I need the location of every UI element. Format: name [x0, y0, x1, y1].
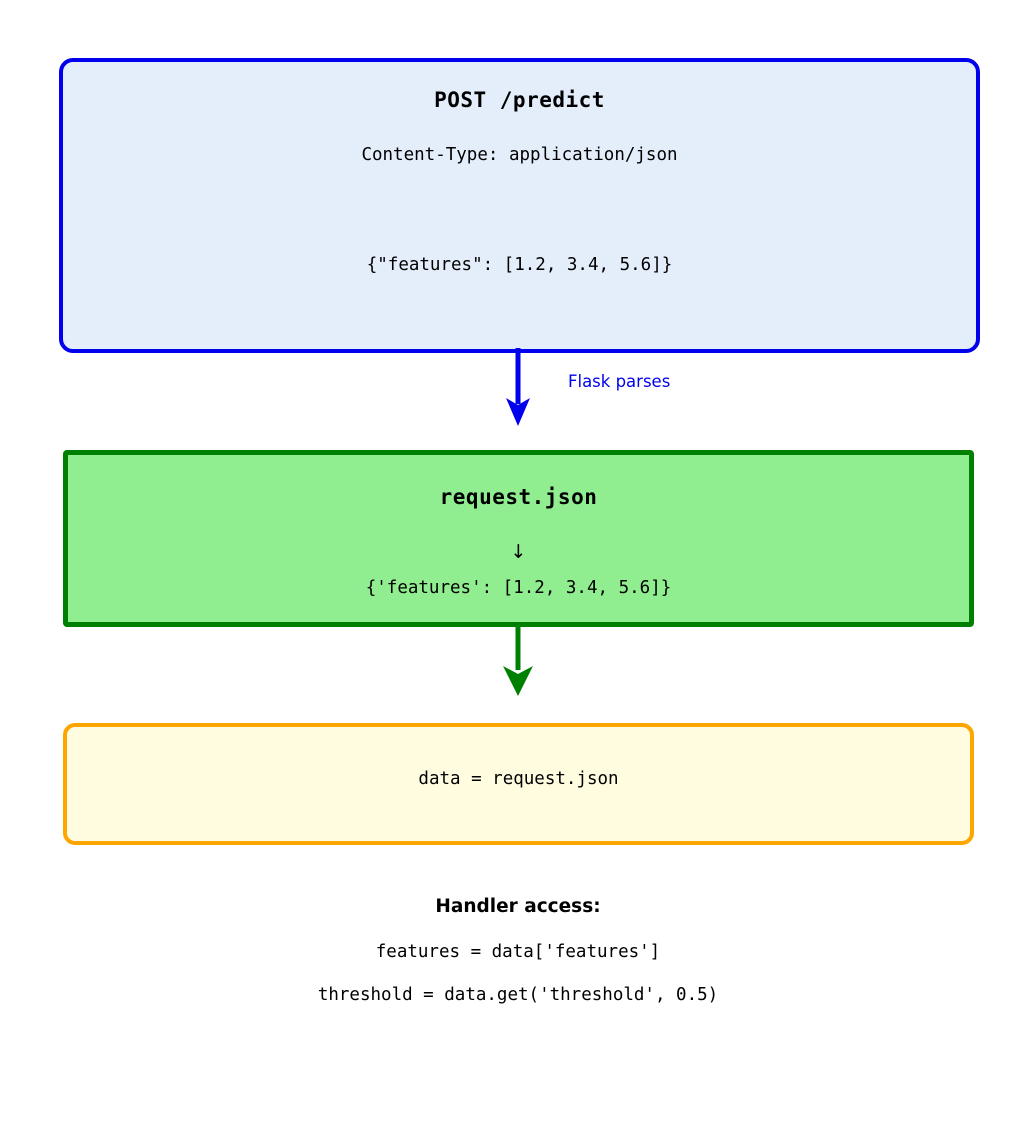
down-arrow-icon: ↓: [510, 541, 527, 563]
request-content-type-header: Content-Type: application/json: [361, 145, 678, 165]
parsed-to-code-arrow-icon: [503, 622, 533, 696]
handler-code-box: data = request.json: [63, 723, 974, 845]
flask-parses-arrow-icon: [506, 348, 530, 426]
parsed-json-box: request.json ↓ {'features': [1.2, 3.4, 5…: [63, 450, 974, 627]
request-box: POST /predict Content-Type: application/…: [59, 58, 980, 353]
handler-access-heading: Handler access:: [435, 896, 601, 917]
handler-features-line: features = data['features']: [375, 942, 661, 962]
flask-parses-label: Flask parses: [568, 372, 671, 391]
handler-threshold-line: threshold = data.get('threshold', 0.5): [317, 985, 719, 1005]
parsed-dict-value: {'features': [1.2, 3.4, 5.6]}: [365, 578, 672, 598]
data-assignment-code: data = request.json: [418, 769, 619, 789]
request-json-attribute-title: request.json: [439, 485, 598, 509]
request-json-body: {"features": [1.2, 3.4, 5.6]}: [366, 255, 673, 275]
request-method-path: POST /predict: [434, 88, 605, 112]
